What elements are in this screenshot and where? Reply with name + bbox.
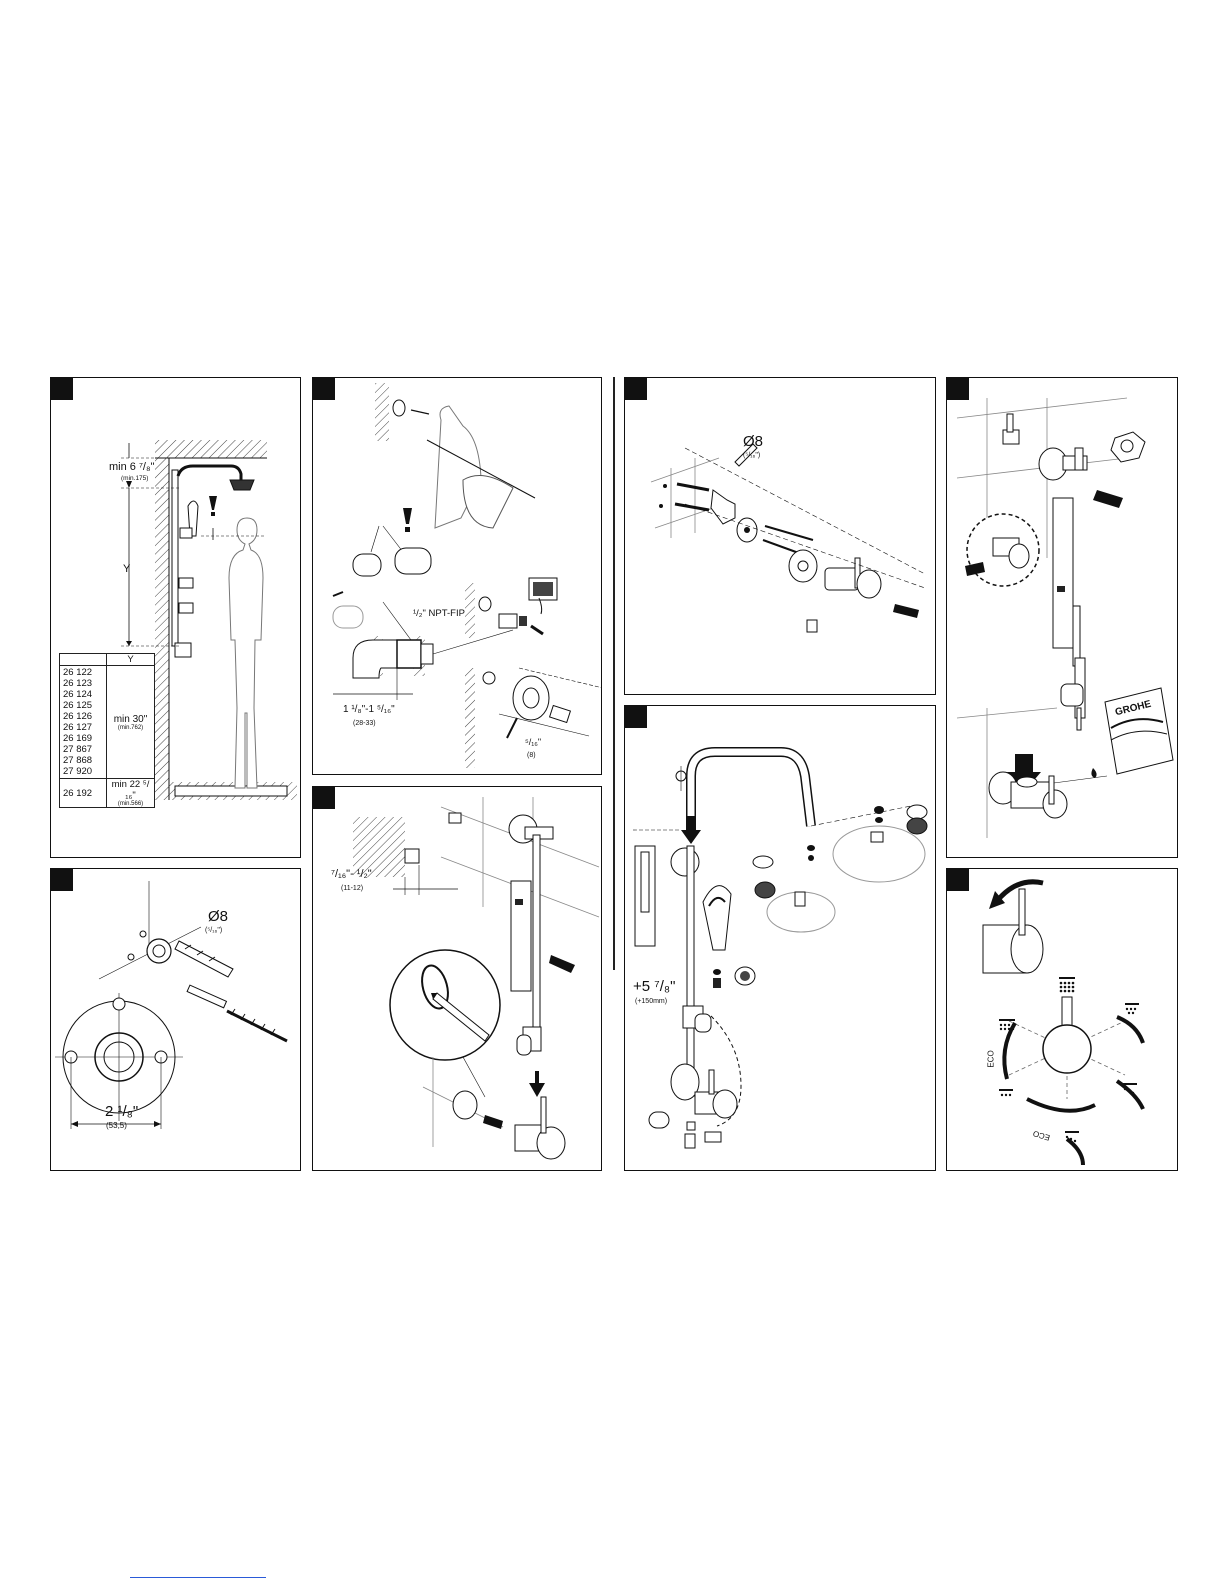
depth-label: 1 ¹/₈"-1 ⁵/₁₆" — [343, 705, 395, 715]
model-code: 26 127 — [63, 722, 103, 733]
drill-size-label: Ø8 — [208, 909, 228, 924]
spray-selector-drawing — [947, 869, 1178, 1171]
model-code: 26 169 — [63, 733, 103, 744]
panel-rail-fitting: GROHE — [946, 377, 1178, 858]
distance-mm-label: (53,5) — [106, 1122, 127, 1130]
drill-size-inch-label: (⁵/₁₆") — [205, 927, 222, 934]
table-header-cell: Y — [107, 654, 155, 666]
table-header-cell — [60, 654, 107, 666]
drilling-drawing — [51, 869, 301, 1171]
wrench-size-label: ⁵/₁₆" — [525, 738, 541, 747]
codes-value-mm: (min.762) — [110, 725, 151, 731]
codes-value: min 30" — [110, 714, 151, 725]
mounting-drawing — [625, 378, 936, 695]
panel-drill-holes: Ø8 (⁵/₁₆") 2 ¹/₈" (53,5) — [50, 868, 301, 1171]
panel-pipe-connection: ¹/₂" NPT-FIP 1 ¹/₈"-1 ⁵/₁₆" (28-33) ⁵/₁₆… — [312, 377, 602, 775]
extension-mm-label: (+150mm) — [635, 998, 667, 1005]
marking-drawing — [313, 787, 602, 1171]
panel-mount-bracket: Ø8 (⁵/₁₆") — [624, 377, 936, 695]
min-top-label: min 6 ⁷/₈" — [109, 462, 154, 473]
last-value: min 22 ⁵/₁₆" — [110, 779, 151, 801]
panel-installation-dimensions: min 6 ⁷/₈" (min.175) Y Y 26 122 26 123 2… — [50, 377, 301, 858]
y-dimension-label: Y — [123, 564, 130, 575]
model-code: 27 867 — [63, 744, 103, 755]
protrusion-label: ⁷/₁₆"- ¹/₂" — [331, 869, 372, 880]
panel-mark-position: ⁷/₁₆"- ¹/₂" (11-12) — [312, 786, 602, 1171]
model-code: 26 126 — [63, 711, 103, 722]
wrench-mm-label: (8) — [527, 752, 536, 759]
eco-left-label: ECO — [988, 1050, 996, 1067]
last-value-mm: (min.566) — [110, 801, 151, 807]
model-code: 26 124 — [63, 689, 103, 700]
table-value-cell: min 22 ⁵/₁₆" (min.566) — [107, 779, 155, 808]
page-divider — [613, 377, 615, 970]
model-code: 26 125 — [63, 700, 103, 711]
table-value-cell: min 30" (min.762) — [107, 666, 155, 779]
table-header-row: Y — [60, 654, 155, 666]
height-table: Y 26 122 26 123 26 124 26 125 26 126 26 … — [59, 653, 155, 808]
drill-size-label: Ø8 — [743, 434, 763, 449]
table-codes-cell: 26 122 26 123 26 124 26 125 26 126 26 12… — [60, 666, 107, 779]
model-code: 27 920 — [63, 766, 103, 777]
thread-label: ¹/₂" NPT-FIP — [413, 609, 465, 619]
drill-size-inch-label: (⁵/₁₆") — [743, 452, 760, 459]
connection-drawing — [313, 378, 602, 775]
distance-label: 2 ¹/₈" — [105, 1104, 138, 1119]
model-code: 27 868 — [63, 755, 103, 766]
min-top-mm-label: (min.175) — [121, 476, 148, 483]
rail-fitting-drawing — [947, 378, 1178, 858]
model-code: 26 122 — [63, 667, 103, 678]
assembly-drawing — [625, 706, 936, 1171]
model-code: 26 123 — [63, 678, 103, 689]
panel-shower-assembly: +5 ⁷/₈" (+150mm) — [624, 705, 936, 1171]
footer-link-underline[interactable] — [130, 1576, 266, 1578]
protrusion-mm-label: (11-12) — [341, 885, 363, 892]
model-code: 26 192 — [60, 779, 107, 808]
panel-spray-selection: ECO ECO — [946, 868, 1178, 1171]
table-row: 26 192 min 22 ⁵/₁₆" (min.566) — [60, 779, 155, 808]
table-row: 26 122 26 123 26 124 26 125 26 126 26 12… — [60, 666, 155, 779]
depth-mm-label: (28-33) — [353, 720, 376, 727]
extension-label: +5 ⁷/₈" — [633, 979, 675, 994]
